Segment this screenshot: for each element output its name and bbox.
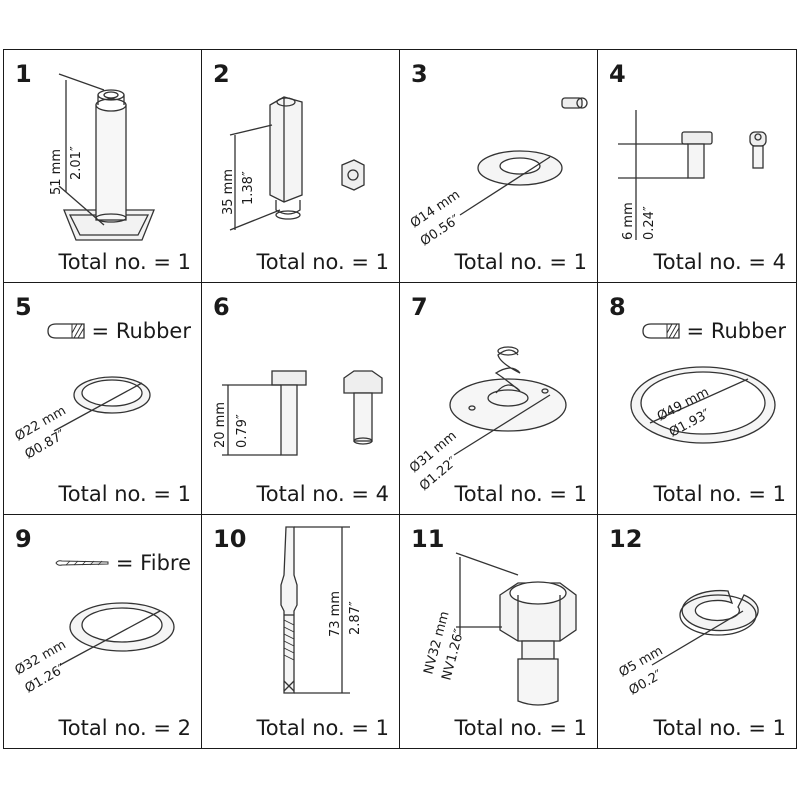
push-rod-drawing: 73 mm 2.87″ bbox=[280, 526, 363, 694]
washer-drawing: Ø14 mm Ø0.56″ bbox=[408, 97, 588, 249]
rubber-section-icon bbox=[641, 323, 680, 339]
total-count: Total no. = 1 bbox=[256, 249, 390, 274]
fibre-section-icon bbox=[55, 560, 109, 567]
dim-metric: 73 mm bbox=[328, 591, 343, 637]
circlip-drawing: Ø5 mm Ø0.2″ bbox=[617, 590, 759, 699]
part-number: 9 bbox=[15, 525, 32, 554]
part-number: 10 bbox=[213, 525, 247, 554]
part-cell-10: 10 73 mm 2.87″ Total no. = 1 bbox=[202, 515, 400, 748]
dim-metric: 51 mm bbox=[49, 149, 64, 195]
total-count: Total no. = 1 bbox=[256, 716, 390, 740]
total-count: Total no. = 1 bbox=[653, 716, 787, 740]
o-ring-drawing: Ø22 mm Ø0.87″ bbox=[13, 376, 151, 462]
legend-label: = Rubber bbox=[686, 318, 786, 343]
part-cell-8: 8 = Rubber Ø49 mm Ø1.93″ Total no. = 1 bbox=[598, 283, 796, 516]
dim-metric: 35 mm bbox=[221, 169, 236, 215]
dim-imperial: 0.24″ bbox=[642, 206, 657, 240]
part-number: 6 bbox=[213, 292, 230, 321]
dim-imperial: 2.87″ bbox=[348, 601, 363, 635]
part-number: 1 bbox=[15, 60, 32, 88]
material-legend: = Fibre bbox=[54, 551, 191, 575]
gasket-drawing: Ø32 mm Ø1.26″ bbox=[13, 602, 175, 697]
part-cell-11: 11 NV32 mm NV1.26″ Total no. = 1 bbox=[400, 515, 598, 748]
total-count: Total no. = 4 bbox=[653, 249, 787, 274]
dim-imperial: 2.01″ bbox=[69, 146, 84, 180]
part-cell-12: 12 Ø5 mm Ø0.2″ Total no. = 1 bbox=[598, 515, 796, 748]
armature-drawing: 35 mm 1.38″ bbox=[221, 96, 365, 231]
dim-imperial: 1.38″ bbox=[241, 171, 256, 205]
part-cell-6: 6 20 mm 0.79″ Total no. = 4 bbox=[202, 282, 400, 516]
total-count: Total no. = 1 bbox=[454, 482, 588, 507]
total-count: Total no. = 1 bbox=[454, 249, 588, 274]
screw-drawing: 6 mm 0.24″ bbox=[618, 110, 767, 240]
plunger-tube-drawing: 51 mm 2.01″ bbox=[49, 73, 155, 241]
part-number: 11 bbox=[411, 525, 445, 554]
spring-diaphragm-drawing: Ø31 mm Ø1.22″ bbox=[407, 346, 567, 494]
part-cell-5: 5 = Rubber Ø22 mm Ø0.87″ Total no. = 1 bbox=[4, 282, 202, 516]
part-number: 12 bbox=[609, 525, 643, 554]
part-cell-2: 2 35 mm 1.38″ Total no. = 1 bbox=[202, 50, 400, 283]
part-number: 7 bbox=[411, 292, 428, 321]
total-count: Total no. = 2 bbox=[58, 716, 192, 740]
total-count: Total no. = 1 bbox=[58, 482, 192, 507]
rubber-section-icon bbox=[46, 323, 85, 339]
total-count: Total no. = 1 bbox=[58, 249, 192, 274]
dim-metric: 6 mm bbox=[621, 202, 636, 240]
part-number: 4 bbox=[609, 60, 626, 88]
part-number: 8 bbox=[609, 292, 626, 321]
material-legend: = Rubber bbox=[641, 319, 786, 343]
part-number: 3 bbox=[411, 60, 428, 88]
legend-label: = Fibre bbox=[115, 551, 191, 576]
total-count: Total no. = 1 bbox=[653, 482, 787, 507]
bolt-drawing: 20 mm 0.79″ bbox=[213, 370, 383, 456]
parts-grid: 1 51 mm 2.01″ Total no. = 1 2 bbox=[3, 49, 797, 749]
legend-label: = Rubber bbox=[91, 318, 191, 343]
nut-armature-drawing: NV32 mm NV1.26″ bbox=[421, 552, 577, 706]
dim-imperial: 0.79″ bbox=[235, 414, 250, 448]
part-cell-4: 4 6 mm 0.24″ Total no. = 4 bbox=[598, 50, 796, 283]
material-legend: = Rubber bbox=[46, 319, 191, 343]
dim-metric: 20 mm bbox=[213, 402, 228, 448]
total-count: Total no. = 1 bbox=[454, 716, 588, 740]
part-number: 5 bbox=[15, 292, 32, 321]
part-cell-1: 1 51 mm 2.01″ Total no. = 1 bbox=[4, 50, 202, 283]
part-cell-9: 9 = Fibre Ø32 mm Ø1.26″ Total no. = 2 bbox=[4, 515, 202, 748]
part-cell-7: 7 Ø31 mm Ø1.22″ Total no. = 1 bbox=[400, 282, 598, 516]
large-o-ring-drawing: Ø49 mm Ø1.93″ bbox=[630, 366, 776, 444]
part-number: 2 bbox=[213, 60, 230, 88]
part-cell-3: 3 Ø14 mm Ø0.56″ Total no. = 1 bbox=[400, 50, 598, 283]
total-count: Total no. = 4 bbox=[256, 482, 390, 507]
